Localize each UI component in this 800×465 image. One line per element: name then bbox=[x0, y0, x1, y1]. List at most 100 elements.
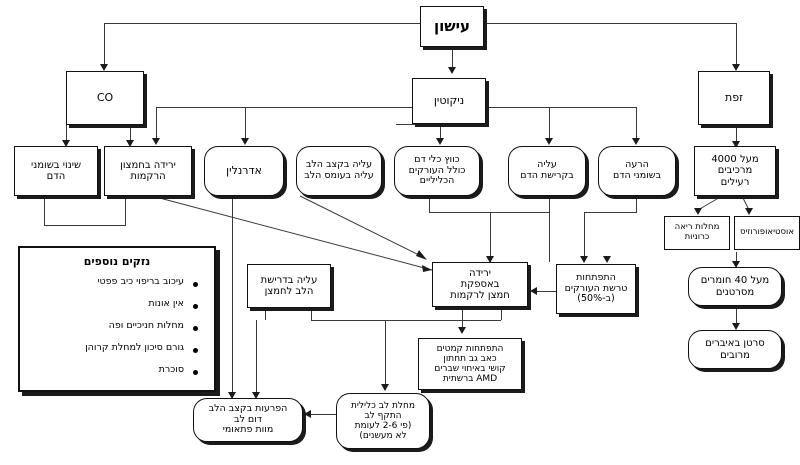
node-nicotine-label: ניקוטין bbox=[433, 93, 465, 107]
arrowhead-tar bbox=[732, 64, 740, 71]
connector-nicotine-clotting bbox=[549, 107, 550, 143]
arrowhead-co bbox=[100, 64, 108, 71]
arrowhead-clotting bbox=[545, 138, 553, 145]
arrowhead-oxysupply-right bbox=[530, 287, 537, 295]
connector-tar-toxic bbox=[736, 125, 737, 146]
connector-oxysupply-wrinkles bbox=[462, 307, 463, 332]
node-smoking[interactable]: עישון bbox=[420, 6, 484, 47]
node-vasoconstriction[interactable]: כווץ כלי דם כולל העורקים הכליליים bbox=[394, 146, 480, 196]
additional-damages-panel: נזקים נוספים עיכוב בריפוי כיב פפטי אין א… bbox=[18, 246, 216, 392]
arrowhead-arrhythmia-a bbox=[228, 392, 236, 399]
node-oxygen-supply-drop-label: ירידה באספקת חמצן לרקמות bbox=[450, 267, 510, 302]
node-wrinkles-etc-label: התפתחות קמטים כאב גב תחתון קושי באיחוי ש… bbox=[434, 343, 506, 385]
connector-nicotine-bus-mid bbox=[396, 124, 482, 125]
connector-smoking-left-bus bbox=[104, 23, 420, 24]
node-carcinogens-label: מעל 40 חומרים מסרטנים bbox=[700, 275, 770, 298]
connector-smoking-to-tar bbox=[736, 23, 737, 69]
node-arrhythmia-label: הפרעות בקצב הלב דום לב מוות פתאומי bbox=[208, 403, 288, 436]
connector-smoking-right-bus bbox=[484, 23, 736, 24]
connector-clot-down bbox=[549, 196, 550, 212]
arrowhead-arrhythmia-left bbox=[304, 410, 311, 418]
connector-carcinogens-cancer bbox=[736, 306, 737, 328]
arrowhead-lipids-worse bbox=[632, 138, 640, 145]
list-item: מחלות חניכיים ופה bbox=[30, 320, 198, 331]
connector-oxysupply-down-left bbox=[501, 307, 502, 320]
node-tissue-oxygenation-drop[interactable]: ירידה בחמצון הרקמות bbox=[104, 146, 192, 196]
node-chronic-lung[interactable]: מחלות ריאה כרוניות bbox=[664, 216, 730, 250]
node-oxygen-demand-label: עליה בדרישת הלב לחמצן bbox=[260, 274, 318, 297]
node-blood-lipids-worse-label: הרעה בשומני הדם bbox=[613, 159, 661, 181]
arrowhead-adrenaline bbox=[152, 138, 160, 145]
arrowhead-athero-a bbox=[580, 256, 588, 263]
node-tar-label: זפת bbox=[725, 90, 743, 104]
node-multi-organ-cancer[interactable]: סרטן באיברים מרובים bbox=[688, 330, 782, 369]
arrowhead-oxysupply-top bbox=[486, 256, 494, 263]
node-osteoporosis-label: אוסטיאופורוזיס bbox=[739, 227, 795, 238]
list-item: גורם סיכון למחלת קרוהן bbox=[30, 342, 198, 353]
connector-smoking-to-co bbox=[104, 23, 105, 69]
connector-vaso-clot-bus bbox=[429, 212, 549, 213]
connector-athero-to-oxysupply bbox=[537, 291, 574, 292]
node-adrenaline[interactable]: אדרנלין bbox=[204, 146, 284, 196]
node-adrenaline-label: אדרנלין bbox=[226, 163, 262, 177]
node-smoking-label: עישון bbox=[433, 17, 471, 36]
node-osteoporosis[interactable]: אוסטיאופורוזיס bbox=[734, 216, 800, 250]
connector-coronary-arrhythmia bbox=[311, 414, 353, 415]
arrowhead-heart-rate bbox=[241, 138, 249, 145]
arrowhead-vaso bbox=[436, 138, 444, 145]
node-nicotine[interactable]: ניקוטין bbox=[412, 78, 486, 124]
connector-nicotine-vaso bbox=[440, 124, 441, 143]
connector-vaso-down bbox=[429, 196, 430, 212]
node-oxygen-demand[interactable]: עליה בדרישת הלב לחמצן bbox=[247, 264, 331, 308]
connector-bus-to-coronary bbox=[385, 320, 386, 390]
connector-bus-to-athero-a bbox=[549, 212, 550, 262]
node-blood-clotting-label: עליה בקרישת הדם bbox=[520, 159, 574, 181]
arrowhead-arrhythmia-b bbox=[252, 392, 260, 399]
node-heart-rate-load[interactable]: עליה בקצב הלב עליה בעומס הלב bbox=[296, 146, 382, 196]
arrowhead-carcinogens bbox=[732, 261, 740, 268]
node-co[interactable]: CO bbox=[66, 71, 144, 125]
connector-co-right bbox=[130, 125, 131, 145]
node-blood-lipids-change-label: שינוי בשומני הדם bbox=[30, 159, 82, 182]
node-toxic-components-label: מעל 4000 מרכיבים רעילים bbox=[711, 154, 759, 188]
connector-chronic-to-carcinogens bbox=[736, 252, 737, 267]
node-blood-clotting[interactable]: עליה בקרישת הדם bbox=[508, 146, 586, 196]
connector-lipids-athero bbox=[584, 212, 585, 262]
node-vasoconstriction-label: כווץ כלי דם כולל העורקים הכליליים bbox=[408, 154, 466, 187]
node-arrhythmia[interactable]: הפרעות בקצב הלב דום לב מוות פתאומי bbox=[193, 398, 303, 442]
connector-co-left bbox=[66, 125, 67, 145]
connector-oxydemand-bus bbox=[311, 320, 501, 321]
node-wrinkles-etc[interactable]: התפתחות קמטים כאב גב תחתון קושי באיחוי ש… bbox=[418, 338, 522, 390]
arrowhead-coronary bbox=[381, 384, 389, 391]
additional-damages-title: נזקים נוספים bbox=[83, 255, 151, 268]
arrowhead-cancer bbox=[732, 323, 740, 330]
arrowhead-wrinkles bbox=[458, 327, 466, 334]
node-multi-organ-cancer-label: סרטן באיברים מרובים bbox=[705, 338, 765, 361]
node-atherosclerosis[interactable]: התפתחות טרשת העורקים (ב-50%) bbox=[556, 264, 636, 314]
node-tar[interactable]: זפת bbox=[698, 71, 770, 125]
list-item: עיכוב בריפוי כיב פפטי bbox=[30, 276, 198, 287]
node-tissue-oxygenation-drop-label: ירידה בחמצון הרקמות bbox=[120, 159, 176, 182]
node-coronary-disease[interactable]: מחלת לב כלילית התקף לב (פי 2-6 לעומת לא … bbox=[336, 393, 430, 449]
node-chronic-lung-label: מחלות ריאה כרוניות bbox=[674, 222, 720, 242]
connector-lipids-bus bbox=[584, 212, 637, 213]
arrowhead-toxic bbox=[732, 141, 740, 148]
arrowhead-tissue-oxy bbox=[126, 140, 134, 147]
node-coronary-disease-label: מחלת לב כלילית התקף לב (פי 2-6 לעומת לא … bbox=[351, 400, 415, 442]
connector-nicotine-lipids bbox=[636, 107, 637, 143]
list-item: אין אונות bbox=[30, 298, 198, 309]
arrowhead-nicotine bbox=[448, 67, 456, 74]
node-carcinogens[interactable]: מעל 40 חומרים מסרטנים bbox=[688, 267, 782, 306]
node-co-label: CO bbox=[96, 90, 114, 104]
arrowhead-athero-b bbox=[603, 256, 611, 263]
node-toxic-components[interactable]: מעל 4000 מרכיבים רעילים bbox=[694, 146, 776, 196]
node-oxygen-supply-drop[interactable]: ירידה באספקת חמצן לרקמות bbox=[432, 262, 528, 307]
additional-damages-list: עיכוב בריפוי כיב פפטי אין אונות מחלות חנ… bbox=[20, 276, 214, 375]
connector-lipids-down bbox=[636, 196, 637, 212]
connector-nicotine-hr bbox=[245, 107, 246, 143]
connector-nicotine-adrenaline bbox=[156, 107, 157, 143]
arrowhead-chronic-lung bbox=[694, 208, 702, 215]
node-blood-lipids-change[interactable]: שינוי בשומני הדם bbox=[14, 146, 98, 196]
node-blood-lipids-worse[interactable]: הרעה בשומני הדם bbox=[598, 146, 676, 196]
connector-bloodlipid-down bbox=[44, 196, 45, 225]
